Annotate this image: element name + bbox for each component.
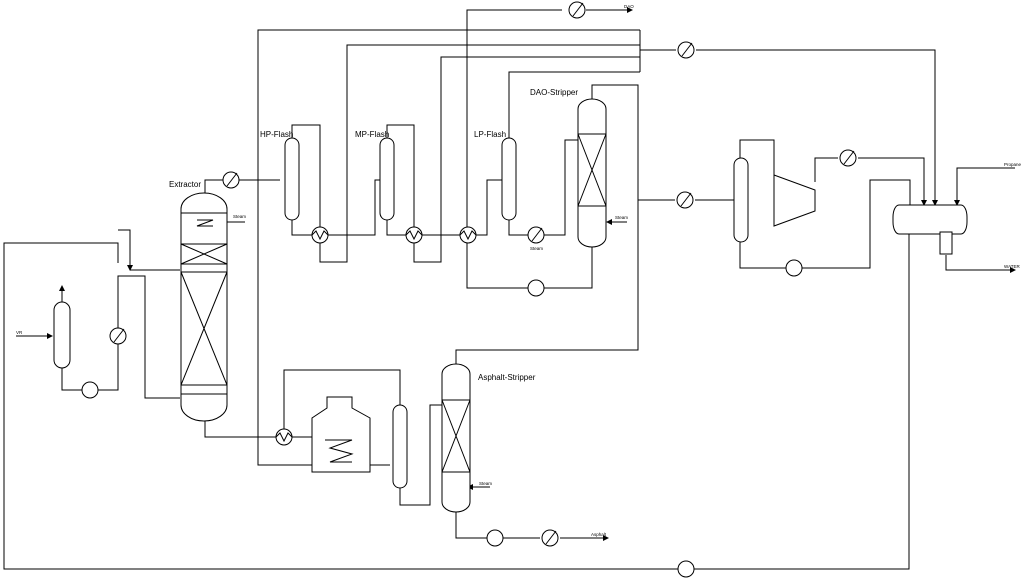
solvent-flash-drum	[733, 157, 749, 243]
pipe-compressor-cooler-out	[858, 157, 927, 206]
dao-stripper-column	[577, 98, 607, 248]
pipe-dao-pump	[544, 247, 593, 289]
pipe-asphalt-bottom	[455, 512, 487, 539]
asphalt-flash-drum	[392, 404, 408, 489]
pumps	[81, 259, 803, 578]
pipe-hx1-out	[328, 179, 382, 236]
compressor-aftercooler	[839, 149, 857, 167]
heat-exchangers	[275, 226, 477, 446]
feed-pump	[81, 381, 99, 399]
lp-flash-label: LP-Flash	[474, 130, 506, 139]
pipe-hx2-down	[413, 56, 640, 263]
dao-pump	[527, 279, 545, 297]
water-stream-label: WATER	[1004, 264, 1020, 269]
vr-stream-label: VR	[16, 330, 23, 335]
pipe-flash2-bottom	[399, 404, 442, 506]
pipe-dao-stripper-top	[455, 84, 639, 365]
pipe-lp-bottom	[508, 220, 528, 236]
asphalt-steam-label: Steam	[479, 481, 492, 486]
piping	[3, 7, 1016, 570]
solvent-accumulator	[892, 204, 968, 255]
propane-stream-label: Propane	[1004, 162, 1022, 167]
pipe-hp-overhead	[291, 124, 321, 227]
pipe-compressor-out	[814, 157, 838, 182]
asphalt-stripper-column	[441, 363, 471, 513]
extractor-overhead-cooler	[222, 171, 240, 189]
asphalt-pump	[486, 529, 504, 547]
pipe-lp-heater-out	[544, 139, 578, 236]
header-cooler	[677, 41, 695, 59]
coolers	[109, 1, 857, 547]
extractor-column	[180, 192, 228, 422]
pipe-water-out	[945, 255, 1016, 273]
pipe-hp-bottom	[291, 220, 312, 236]
pipe-lpf-pump-out	[802, 179, 911, 269]
pipe-lp-overhead	[508, 71, 640, 138]
asphalt-stream-label: Asphalt	[591, 532, 607, 537]
pipe-top-header	[257, 29, 640, 180]
pipe-dao-product	[466, 9, 562, 227]
pipe-mp-bottom	[386, 220, 406, 236]
lp-flash-drum	[501, 137, 517, 221]
pipe-cooler-to-separator	[696, 49, 938, 206]
pipe-hx3-down	[466, 243, 528, 289]
pipe-lp-bottom-link	[476, 179, 503, 236]
pipe-extractor-bottom	[204, 420, 276, 438]
lp-steam-label: Steam	[530, 246, 543, 251]
stripper-overhead-cooler	[676, 191, 694, 209]
pipe-hx4-up	[283, 369, 401, 429]
pipe-lpf-overhead	[739, 139, 775, 175]
dao-stream-label: DAO	[624, 4, 634, 9]
pipe-drum-bottom	[61, 368, 82, 391]
pipe-propane-in	[954, 167, 1015, 206]
pipe-mp-overhead	[386, 124, 415, 227]
pipe-recycle-bottom	[3, 220, 910, 570]
hp-flash-drum	[284, 137, 300, 221]
extractor-steam-label: Steam	[233, 214, 246, 219]
recycle-pump	[677, 560, 695, 578]
dao-stripper-label: DAO-Stripper	[530, 88, 578, 97]
lp-flash-reboiler	[527, 226, 545, 244]
fired-heater	[311, 396, 371, 473]
dao-product-cooler	[568, 1, 586, 19]
pipe-recycle-to-extractor	[118, 229, 133, 271]
asphalt-cooler	[541, 529, 559, 547]
solvent-pump	[785, 259, 803, 277]
lp-heat-exchanger	[459, 226, 477, 244]
compressor	[773, 174, 816, 227]
mp-flash-drum	[379, 137, 395, 221]
pipe-heater-to-split	[117, 275, 180, 399]
dao-steam-label: Steam	[615, 215, 628, 220]
extractor-label: Extractor	[169, 180, 201, 189]
mp-heat-exchanger	[405, 226, 423, 244]
pipe-hx1-down	[319, 44, 640, 263]
feed-heater	[109, 327, 127, 345]
mp-flash-label: MP-Flash	[355, 130, 389, 139]
hp-heat-exchanger	[311, 226, 329, 244]
pipe-pump-to-heater	[98, 344, 119, 391]
feed-drum	[53, 301, 71, 369]
asphalt-heat-exchanger	[275, 428, 293, 446]
asphalt-stripper-label: Asphalt-Stripper	[478, 373, 536, 382]
hp-flash-label: HP-Flash	[260, 130, 293, 139]
pipe-extractor-overhead	[204, 179, 223, 193]
pipe-lpf-bottom	[739, 242, 786, 269]
